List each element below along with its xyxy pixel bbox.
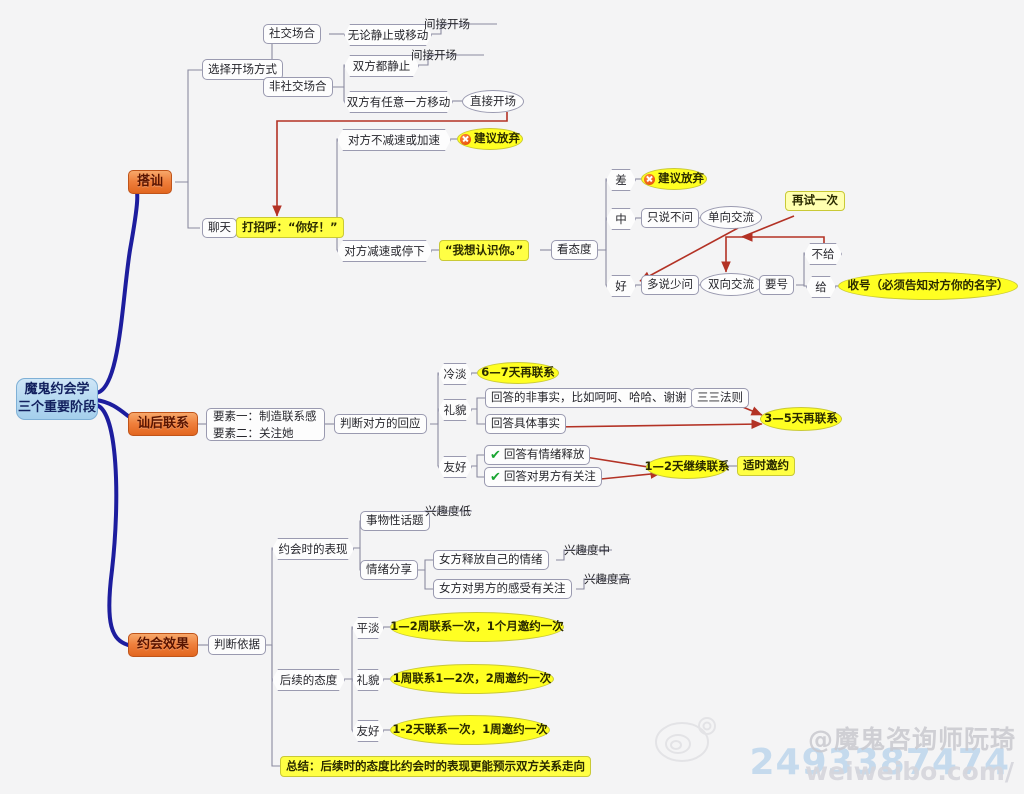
node-slowing-or-stopping[interactable]: 对方减速或停下 (337, 240, 430, 260)
node-judge-response[interactable]: 判断对方的回应 (334, 414, 427, 434)
node-summary[interactable]: 总结：后续时的态度比约会时的表现更能预示双方关系走向 (280, 756, 591, 777)
node-both-still[interactable]: 双方都静止 (344, 55, 417, 75)
node-one-party-moving[interactable]: 双方有任意一方移动 (344, 91, 451, 111)
watermark-url: weiweibo.com/ (805, 757, 1014, 786)
node-nonsocial-occasion[interactable]: 非社交场合 (263, 77, 333, 97)
node-either-still-or-moving[interactable]: 无论静止或移动 (344, 24, 430, 44)
answer-emotion-release-label: 回答有情绪释放 (503, 447, 585, 462)
answer-attention-label: 回答对男方有关注 (503, 469, 596, 484)
node-ask-for-number[interactable]: 要号 (759, 275, 794, 295)
node-object-topic[interactable]: 事物性话题 (360, 511, 430, 531)
node-social-occasion[interactable]: 社交场合 (263, 24, 321, 44)
node-followup-plain[interactable]: 平淡 (352, 617, 382, 637)
branch-dashan[interactable]: 搭讪 (128, 170, 173, 194)
node-interest-low: 兴趣度低 (425, 504, 471, 519)
node-talk-more-ask-less[interactable]: 多说少问 (641, 275, 699, 295)
element-two: 要素二：关注她 (213, 425, 294, 440)
node-indirect-opening-2: 间接开场 (411, 48, 457, 63)
node-contact-3-5-days[interactable]: 3—5天再联系 (760, 407, 842, 431)
node-non-factual-answer[interactable]: 回答的非事实，比如呵呵、哈哈、谢谢 (485, 388, 693, 408)
node-woman-cares-about-man[interactable]: 女方对男方的感受有关注 (433, 579, 572, 599)
node-want-to-know-you[interactable]: “我想认识你。” (439, 240, 530, 261)
node-response-friendly[interactable]: 友好 (438, 456, 470, 476)
node-two-way-communication[interactable]: 双向交流 (700, 273, 762, 296)
check-icon: ✔ (490, 469, 501, 485)
node-suggest-give-up-2[interactable]: 建议放弃 (641, 168, 707, 190)
node-date-performance[interactable]: 约会时的表现 (272, 538, 352, 558)
node-invite-timely[interactable]: 适时邀约 (737, 456, 795, 476)
watermark-number: 2493387474 (749, 742, 1010, 783)
node-collect-number[interactable]: 收号（必须告知对方你的名字） (838, 272, 1018, 300)
node-emotion-sharing[interactable]: 情绪分享 (360, 560, 418, 580)
node-polite-frequency-rule[interactable]: 1周联系1—2次，2周邀约一次 (390, 664, 554, 694)
node-attitude-good[interactable]: 好 (606, 275, 634, 295)
check-icon: ✔ (490, 447, 501, 463)
node-friendly-frequency-rule[interactable]: 1-2天联系一次，1周邀约一次 (390, 715, 550, 745)
branch-yuehui-xiaoguo[interactable]: 约会效果 (128, 633, 199, 657)
callout-try-again[interactable]: 再试一次 (785, 191, 845, 211)
element-one: 要素一：制造联系感 (213, 408, 317, 423)
node-judgement-basis[interactable]: 判断依据 (208, 635, 266, 655)
node-interest-mid: 兴趣度中 (564, 543, 610, 558)
node-number-refused[interactable]: 不给 (804, 243, 840, 263)
node-suggest-give-up-1[interactable]: 建议放弃 (457, 128, 523, 150)
node-greeting[interactable]: 打招呼：“你好！” (236, 217, 344, 238)
node-chat[interactable]: 聊天 (202, 218, 237, 238)
node-attitude-bad[interactable]: 差 (606, 169, 634, 189)
node-only-talk-no-ask[interactable]: 只说不问 (641, 208, 699, 228)
node-not-slowing-or-accelerating[interactable]: 对方不减速或加速 (337, 129, 449, 149)
root-line-2: 三个重要阶段 (17, 400, 96, 415)
node-check-attitude[interactable]: 看态度 (551, 240, 598, 260)
root-node[interactable]: 魔鬼约会学 三个重要阶段 (16, 378, 98, 420)
node-indirect-opening-1: 间接开场 (424, 17, 470, 32)
node-response-cold[interactable]: 冷淡 (438, 363, 470, 383)
node-answer-attention-to-male[interactable]: ✔ 回答对男方有关注 (484, 467, 602, 487)
node-woman-releases-emotion[interactable]: 女方释放自己的情绪 (433, 550, 549, 570)
node-followup-friendly[interactable]: 友好 (352, 720, 382, 740)
node-plain-frequency-rule[interactable]: 1—2周联系一次，1个月邀约一次 (390, 612, 564, 642)
node-two-elements[interactable]: 要素一：制造联系感 要素二：关注她 (206, 408, 325, 441)
weibo-logo-watermark (655, 717, 716, 762)
root-line-1: 魔鬼约会学 (24, 382, 90, 398)
node-direct-opening[interactable]: 直接开场 (462, 90, 524, 113)
node-rule-of-three-three[interactable]: 三三法则 (691, 388, 749, 408)
node-contact-6-7-days[interactable]: 6—7天再联系 (477, 362, 559, 384)
node-choose-opening[interactable]: 选择开场方式 (202, 59, 283, 80)
branch-shanhou-lianxi[interactable]: 讪后联系 (128, 412, 199, 436)
x-icon (460, 133, 471, 145)
watermark-handle: @魔鬼咨询师阮琦 (807, 725, 1016, 754)
node-interest-high: 兴趣度高 (584, 572, 630, 587)
x-icon (644, 173, 655, 185)
node-followup-polite[interactable]: 礼貌 (352, 669, 382, 689)
suggest-give-up-label-2: 建议放弃 (658, 171, 704, 186)
node-response-polite[interactable]: 礼貌 (438, 399, 470, 419)
node-contact-1-2-days[interactable]: 1—2天继续联系 (645, 455, 730, 479)
node-concrete-fact-answer[interactable]: 回答具体事实 (485, 414, 566, 434)
node-answer-emotion-release[interactable]: ✔ 回答有情绪释放 (484, 445, 591, 465)
suggest-give-up-label-1: 建议放弃 (474, 131, 520, 146)
node-attitude-mid[interactable]: 中 (606, 208, 634, 228)
node-one-way-communication[interactable]: 单向交流 (700, 206, 762, 229)
node-number-given[interactable]: 给 (806, 276, 834, 296)
node-follow-up-attitude[interactable]: 后续的态度 (272, 669, 343, 689)
